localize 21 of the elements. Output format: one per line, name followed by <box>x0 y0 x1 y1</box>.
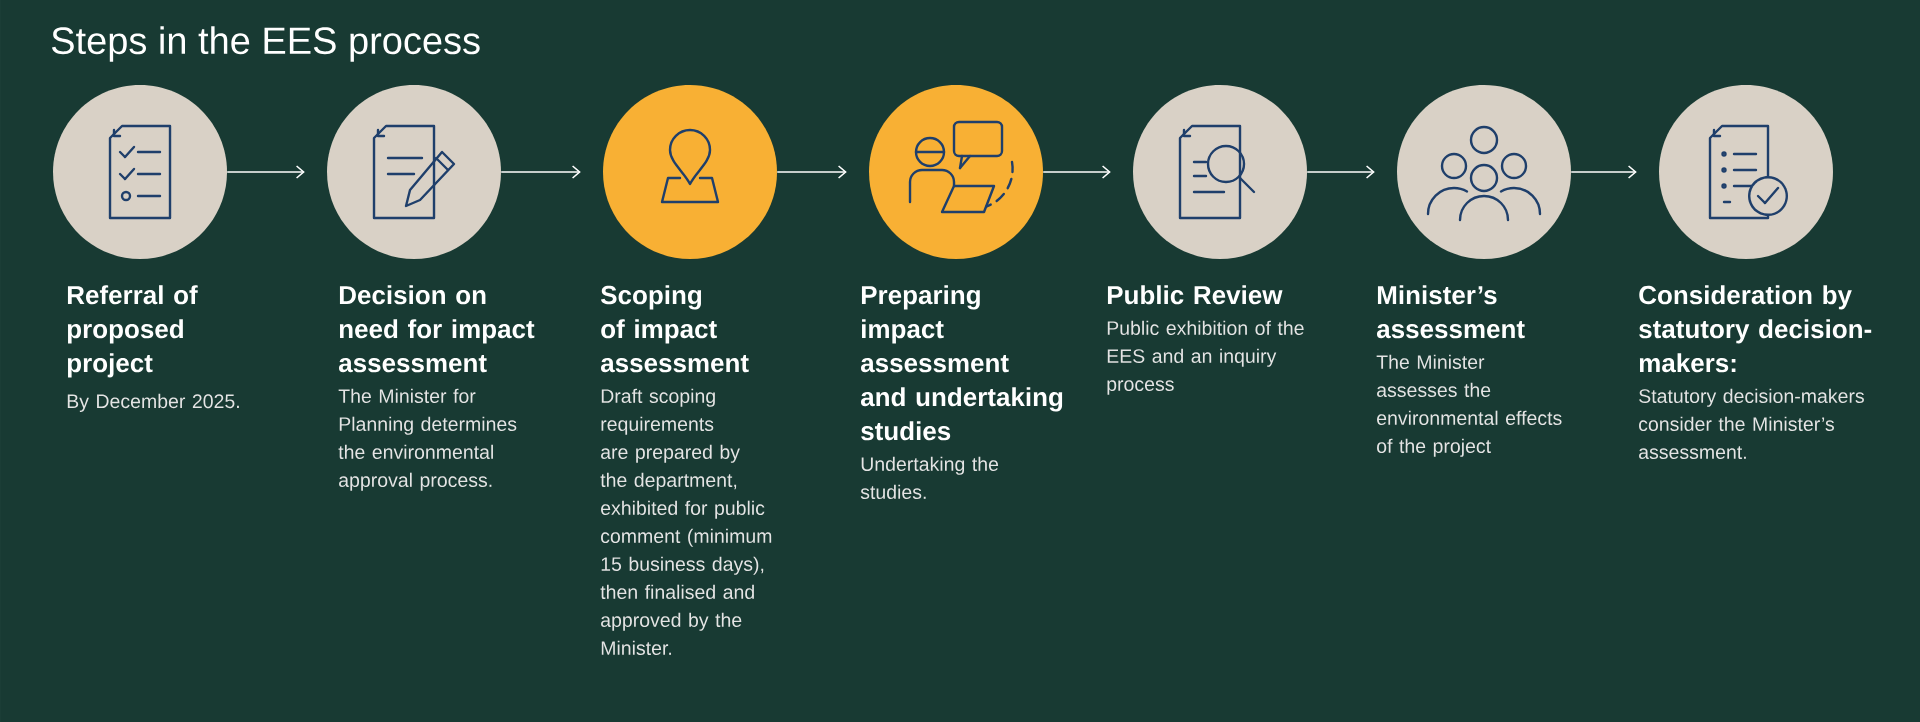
step-description: By December 2025. <box>67 393 239 412</box>
arrow <box>776 165 847 179</box>
arrow <box>1570 165 1637 179</box>
step-description: Public exhibition of the EES and an inquiry process <box>1107 320 1304 395</box>
step-heading: Minister’s assessment <box>1377 285 1525 339</box>
step-description: The Minister assesses the environmental effects of the project <box>1376 354 1562 457</box>
arrow <box>1042 165 1111 179</box>
step-heading: Referral of proposed project <box>67 285 198 378</box>
step-heading: Preparing impact assessment and undertaking studies <box>861 285 1063 441</box>
step-heading: Consideration by statutory decision-makers: <box>1639 285 1872 373</box>
step-description: Undertaking the studies. <box>860 456 999 499</box>
step-heading: Public Review <box>1107 285 1283 305</box>
step-description: Statutory decision-makers consider the Minister’s assessment. <box>1639 388 1864 459</box>
step-heading: Scoping of impact assessment <box>600 285 749 373</box>
step-description: The Minister for Planning determines the environmental approval process. <box>338 388 517 491</box>
arrow <box>500 165 581 179</box>
arrow <box>1306 165 1375 179</box>
step-description: Draft scoping requirements are prepared by the department, exhibited for public comment (minimum 15 business days), then finalised and approved by the Minister. <box>600 388 772 655</box>
title: Steps in the EES process <box>51 26 480 62</box>
arrow <box>226 165 305 179</box>
step-heading: Decision on need for impact assessment <box>339 285 535 373</box>
